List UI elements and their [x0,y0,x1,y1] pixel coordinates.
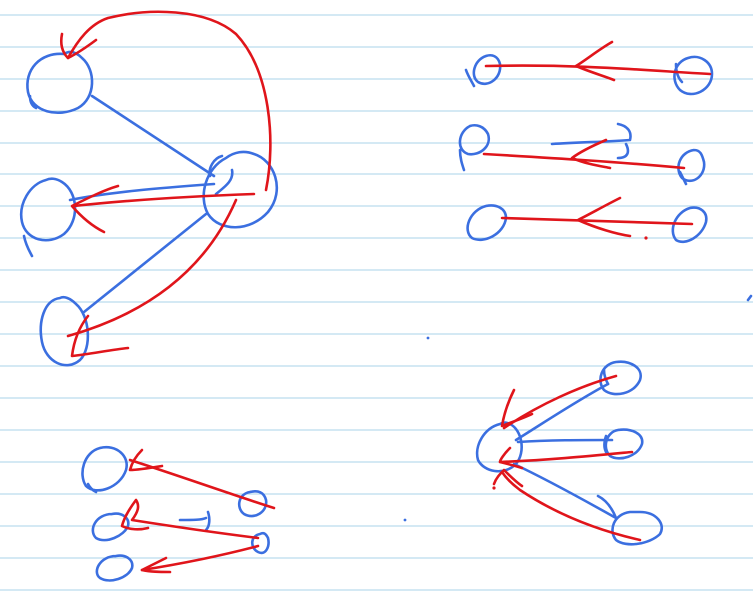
sketch-crossing-arrows-bottom-left [81,445,276,582]
arrow-curve [500,470,642,542]
node-circle [81,445,128,494]
ink-dot [492,486,496,490]
node-circle [466,204,508,241]
arrow-line [502,374,618,430]
ink-mark [746,294,753,302]
node-circle [464,53,502,88]
arrowhead [500,388,534,428]
edge-line [514,382,610,442]
arrow-line [484,64,712,76]
node-circle [19,177,77,258]
arrow-line [128,458,276,510]
node-circle [250,531,270,555]
node-circle [95,554,134,582]
arrowhead [70,314,130,358]
arrowhead [128,448,164,472]
arrowhead [70,184,120,234]
edge-line [516,438,614,444]
arrow-line [482,152,686,170]
edge-line [512,462,618,520]
edge-line [68,182,216,202]
arrowhead [576,196,632,238]
arrowhead [498,446,524,470]
sketch-parallel-arrows-top-right [458,40,714,243]
sketch-graph-top-left [19,10,278,367]
arrow-line [498,450,634,464]
node-circle [673,55,714,96]
arrowhead [59,32,98,60]
node-circle [677,148,706,186]
arrowhead [570,138,612,170]
arrowhead [574,40,616,82]
arrow-curve [66,10,272,192]
node-circle [458,123,491,172]
node-circle [611,510,663,546]
ink-dot [403,518,407,522]
sketch-star-bottom-right [475,360,663,546]
ruled-lines [0,14,753,591]
arrow-line [120,498,260,540]
edge-line [178,510,211,532]
edge-line [90,94,216,178]
node-circle [26,50,94,115]
arrow-line [500,216,694,226]
arrow-line [72,192,256,208]
ink-dot [426,336,430,340]
ink-dot [644,236,648,240]
node-circle [671,206,708,243]
edge-line [82,212,208,314]
node-circle [39,295,90,367]
arrowhead [140,556,172,574]
arrow-curve [66,198,238,338]
arrow-line [140,544,260,572]
edge-line [550,122,632,160]
arrowhead [492,468,524,488]
node-circle [237,489,268,518]
